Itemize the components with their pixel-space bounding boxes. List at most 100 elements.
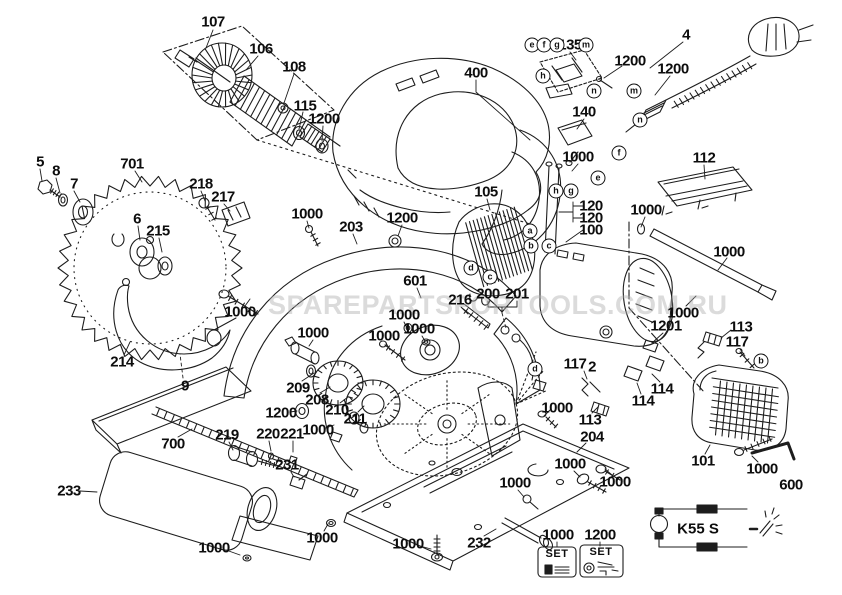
part-number-label: 1000 xyxy=(562,148,594,166)
reference-letter: n xyxy=(632,112,648,128)
reference-letter: f xyxy=(536,37,552,53)
part-number-label: 1200 xyxy=(308,110,340,128)
part-number-label: 1000 xyxy=(746,460,778,478)
part-number-label: 1000 xyxy=(392,535,424,553)
part-number-label: 1000 xyxy=(542,526,574,544)
part-number-label: 113 xyxy=(578,411,602,429)
explode-guideline xyxy=(256,139,531,225)
group-frame-armature xyxy=(162,25,335,141)
guide-rod xyxy=(636,223,777,301)
part-number-label: 113 xyxy=(729,318,753,336)
part-number-label: 233 xyxy=(57,482,81,500)
part-number-label: 215 xyxy=(146,222,170,240)
part-number-label: 1201 xyxy=(650,317,682,335)
procedural-details xyxy=(50,23,787,552)
part-number-label: 8 xyxy=(52,162,60,180)
part-number-label: 9 xyxy=(181,377,189,395)
part-number-label: 1200 xyxy=(614,52,646,70)
wiring-pictogram xyxy=(649,504,783,552)
part-number-label: 1000 xyxy=(403,320,435,338)
part-number-label: 210 xyxy=(325,401,349,419)
kit-boxes xyxy=(537,544,624,578)
dotted-leaders xyxy=(179,312,507,379)
leader-lines xyxy=(39,29,759,556)
rip-fence xyxy=(91,366,359,498)
reference-letter: m xyxy=(626,83,642,99)
misc-fasteners xyxy=(218,224,621,562)
reference-letter: n xyxy=(586,83,602,99)
reference-letter: h xyxy=(535,68,551,84)
part-number-label: 1000 xyxy=(554,455,586,473)
part-number-label: 600 xyxy=(779,476,803,494)
reference-letter: c xyxy=(541,238,557,254)
part-number-label: 1000 xyxy=(368,327,400,345)
part-number-label: 1000 xyxy=(541,399,573,417)
part-number-label: 216 xyxy=(448,291,472,309)
reference-letter: d xyxy=(527,361,543,377)
motor-housing xyxy=(332,57,562,256)
part-number-label: 1000 xyxy=(297,324,329,342)
part-number-label: 201 xyxy=(505,285,529,303)
part-number-label: 2 xyxy=(588,358,596,376)
bevel-knob-group xyxy=(227,444,308,490)
dust-chute xyxy=(99,451,319,562)
cover-plate xyxy=(657,166,753,216)
part-number-label: 115 xyxy=(293,97,317,115)
part-number-label: 105 xyxy=(474,183,498,201)
part-number-label: 221 xyxy=(280,425,304,443)
reference-letter: c xyxy=(482,269,498,285)
part-number-label: 601 xyxy=(403,272,427,290)
through-bolts xyxy=(544,165,560,255)
switch-assembly xyxy=(539,49,613,99)
kit1-set-label: SET xyxy=(545,548,569,560)
reference-letter: m xyxy=(578,37,594,53)
part-number-label: 4 xyxy=(682,26,690,44)
part-number-label: 217 xyxy=(211,188,235,206)
part-number-label: 1200 xyxy=(265,404,297,422)
part-number-label: 203 xyxy=(339,218,363,236)
part-number-label: 7 xyxy=(70,175,78,193)
hex-key xyxy=(750,441,796,461)
reference-letter: d xyxy=(463,260,479,276)
part-number-label: 117 xyxy=(563,355,587,373)
part-number-label: 112 xyxy=(692,149,716,167)
part-number-label: 106 xyxy=(249,40,273,58)
part-number-label: 135 xyxy=(558,36,582,54)
part-number-label: 107 xyxy=(201,13,225,31)
reference-letter: f xyxy=(611,145,627,161)
part-number-label: 204 xyxy=(580,428,604,446)
part-number-label: 100 xyxy=(579,221,603,239)
diagram-linework xyxy=(37,17,814,578)
part-number-label: 208 xyxy=(305,391,329,409)
part-number-label: 114 xyxy=(650,380,674,398)
part-number-label: 140 xyxy=(572,103,596,121)
part-number-label: 1000 xyxy=(599,473,631,491)
reference-letter: h xyxy=(548,183,564,199)
field-stator xyxy=(452,203,536,306)
part-number-label: 108 xyxy=(282,58,306,76)
part-number-label: 1000 xyxy=(224,303,256,321)
part-number-label: 700 xyxy=(161,435,185,453)
part-number-label: 1000 xyxy=(630,201,662,219)
guard-screw-plate xyxy=(198,197,251,227)
reference-letter: g xyxy=(549,37,565,53)
part-number-label: 218 xyxy=(189,175,213,193)
part-number-label: 5 xyxy=(36,153,44,171)
cord-guard xyxy=(557,119,593,167)
part-number-label: 219 xyxy=(215,426,239,444)
part-number-label: 114 xyxy=(631,392,655,410)
part-number-label: 400 xyxy=(464,64,488,82)
kit2-set-label: SET xyxy=(589,546,613,558)
part-number-label: 232 xyxy=(467,534,491,552)
part-number-label: 1000 xyxy=(198,539,230,557)
part-number-label: 1000 xyxy=(388,306,420,324)
group-frame-rod xyxy=(628,221,705,393)
part-number-label: 6 xyxy=(133,210,141,228)
part-number-label: 1000 xyxy=(667,304,699,322)
reference-letter: b xyxy=(523,238,539,254)
part-number-label: 211 xyxy=(343,410,367,428)
part-number-label: 220 xyxy=(256,425,280,443)
reference-letter: a xyxy=(522,223,538,239)
part-number-label: 209 xyxy=(286,379,310,397)
